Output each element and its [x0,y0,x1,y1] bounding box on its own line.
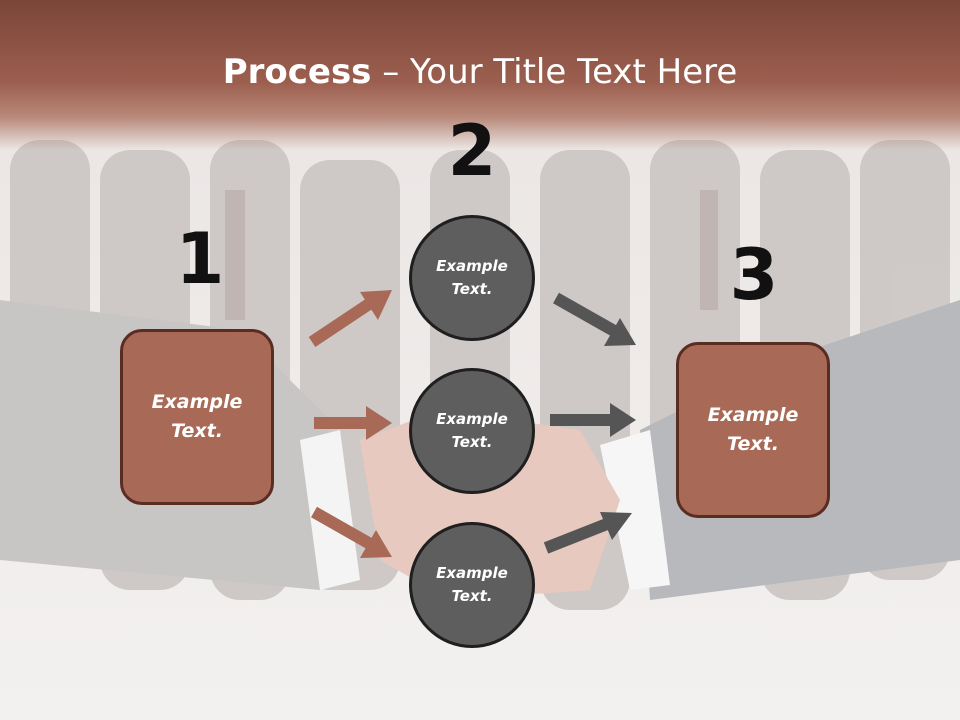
title-rest: – Your Title Text Here [371,52,738,92]
step-3-box[interactable]: Example Text. [676,342,830,518]
step-1-box[interactable]: Example Text. [120,329,274,505]
circle-bottom-text: Example Text. [436,564,508,605]
step-3-box-text: Example Text. [707,404,799,455]
circle-top-text: Example Text. [436,257,508,298]
arrow-left-up [308,297,376,347]
circle-middle-text: Example Text. [436,410,508,451]
arrow-right-up [543,516,615,554]
arrow-right-up-head [600,512,632,540]
step-number-1: 1 [175,218,225,300]
slide-title: Process – Your Title Text Here [0,52,960,92]
step-1-box-text: Example Text. [151,391,243,442]
title-bold: Process [222,52,372,92]
arrow-left-up-head [360,290,392,320]
arrow-right-down [553,292,619,338]
step-2-circle-bottom[interactable]: Example Text. [409,522,535,648]
title-band [0,0,960,150]
arrow-left-mid-head [366,406,392,440]
arrow-right-mid-head [610,403,636,437]
step-number-3: 3 [729,234,779,316]
step-number-2: 2 [447,110,497,192]
step-2-circle-middle[interactable]: Example Text. [409,368,535,494]
step-2-circle-top[interactable]: Example Text. [409,215,535,341]
arrow-left-down [311,506,375,551]
arrow-right-down-head [604,318,636,346]
arrow-left-down-head [360,530,392,558]
